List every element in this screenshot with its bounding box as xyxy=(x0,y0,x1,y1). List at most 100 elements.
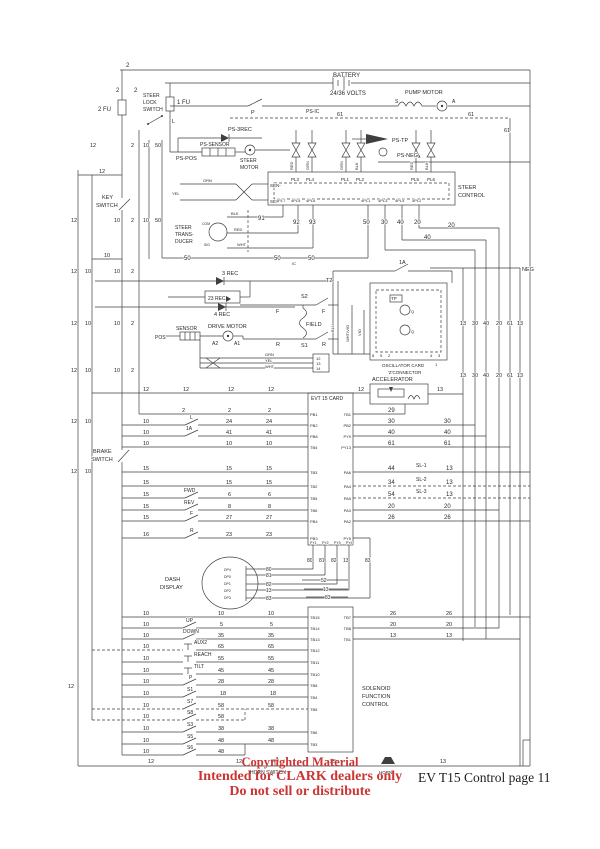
label: R xyxy=(276,342,280,348)
label: 27 xyxy=(226,515,232,521)
label: 2 FU xyxy=(98,107,111,113)
label: GRN xyxy=(265,352,274,357)
label: PS-POS xyxy=(176,156,197,162)
label: 80 xyxy=(307,558,313,564)
brush xyxy=(307,142,317,158)
label: 24 xyxy=(266,419,272,425)
label: FIELD xyxy=(306,322,322,328)
switch-s1 xyxy=(182,690,197,698)
label: TB2 xyxy=(310,484,318,489)
label: 3 xyxy=(438,353,441,358)
label: TB11 xyxy=(310,660,320,665)
label: 10 xyxy=(85,368,91,374)
label: FWD xyxy=(184,488,196,494)
label: 29 xyxy=(388,408,395,414)
label: 13 xyxy=(446,492,453,498)
label: IC xyxy=(292,261,296,266)
label: 92 xyxy=(293,220,300,226)
pump-motor xyxy=(436,100,448,112)
label: TB4 xyxy=(310,695,318,700)
label: STEER xyxy=(143,93,160,99)
label: 16 xyxy=(143,532,149,538)
label: GRN xyxy=(305,161,310,170)
label: BATTERY xyxy=(333,73,360,79)
label: SEN- xyxy=(270,183,281,188)
label: 1A xyxy=(186,426,193,432)
label: P xyxy=(251,110,255,116)
label: TB1 xyxy=(344,637,352,642)
label: 10 xyxy=(114,269,120,275)
label: 18 xyxy=(220,691,226,697)
label: 50 xyxy=(274,256,281,262)
label: STEER xyxy=(175,225,192,231)
label: 40 xyxy=(424,235,431,241)
label: 13 xyxy=(460,373,466,379)
switch-p2 xyxy=(182,678,197,686)
label: DP4 xyxy=(224,568,231,572)
switch-r xyxy=(315,331,329,340)
label: 1 xyxy=(435,362,438,367)
label: PL6 xyxy=(427,177,436,182)
label: 2 xyxy=(131,143,134,149)
label: PA6 xyxy=(344,470,352,475)
label: 55 xyxy=(218,656,224,662)
label: VIO xyxy=(357,329,362,336)
label: WHT xyxy=(265,364,275,369)
label: NEG xyxy=(522,267,534,273)
label: CONTROL xyxy=(458,193,485,199)
label: MOTOR xyxy=(240,165,259,171)
label: 54 xyxy=(388,492,395,498)
label: 10 xyxy=(218,611,224,617)
label: PL4 xyxy=(306,177,315,182)
evt15-card-box xyxy=(307,392,354,546)
label: 20 xyxy=(448,223,455,229)
label: 20 xyxy=(390,622,396,628)
label: 23 xyxy=(226,532,232,538)
label: 40 xyxy=(397,220,404,226)
label: L xyxy=(172,119,175,125)
label: PS-TP xyxy=(392,138,409,144)
transistor xyxy=(378,147,388,157)
label: 10 xyxy=(143,703,149,709)
label: STEER xyxy=(240,158,257,164)
label: 10 xyxy=(143,430,149,436)
label: 12 xyxy=(228,387,234,393)
label: 10 xyxy=(226,441,232,447)
label: 48 xyxy=(218,738,224,744)
label: REACH xyxy=(194,652,212,658)
label: 12 xyxy=(358,387,364,393)
label: PA3 xyxy=(344,508,352,513)
switch-l xyxy=(184,418,199,426)
switch-up xyxy=(182,621,197,629)
label: 83 xyxy=(365,558,371,564)
node xyxy=(226,334,230,338)
label: 10 xyxy=(143,441,149,447)
label: 28 xyxy=(218,679,224,685)
label: A1 xyxy=(234,341,240,347)
label: 6 xyxy=(228,492,231,498)
label: SEN+ xyxy=(270,199,282,204)
label: RED xyxy=(289,161,294,170)
label: 13 xyxy=(446,633,452,639)
label: 15 xyxy=(143,492,149,498)
switch-s3 xyxy=(182,725,197,733)
label: 30 xyxy=(381,220,388,226)
label: 10 xyxy=(143,218,149,224)
label: 45 xyxy=(268,668,274,674)
diode-3rec xyxy=(216,277,224,285)
label: L xyxy=(190,415,193,421)
label: 48 xyxy=(218,749,224,755)
box xyxy=(389,294,403,303)
label: 10 xyxy=(143,143,149,149)
label: POS xyxy=(155,335,166,341)
label: 24 xyxy=(226,419,232,425)
label: T2 xyxy=(326,278,332,284)
label: 10 xyxy=(114,218,120,224)
label: 13 xyxy=(440,759,446,765)
label: PY5 xyxy=(343,536,351,541)
label: A xyxy=(452,99,456,105)
label: 91 xyxy=(258,216,265,222)
switch-r2 xyxy=(184,531,199,539)
label: 27 xyxy=(266,515,272,521)
label: 10 xyxy=(104,253,110,259)
